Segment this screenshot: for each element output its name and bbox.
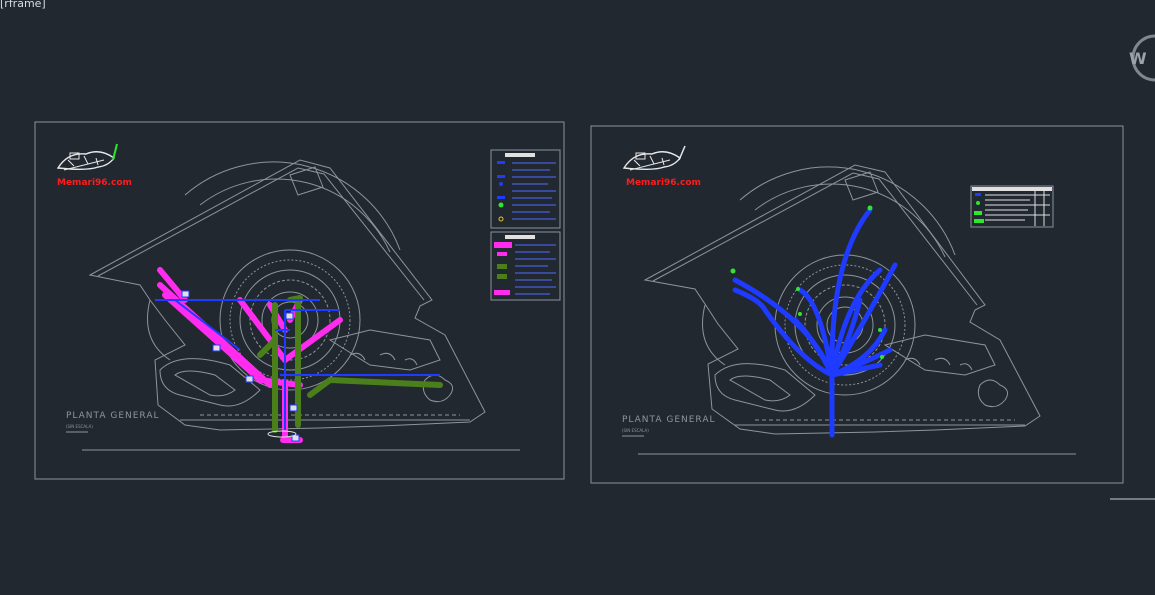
sheet-1[interactable]: Memari96.com [34,121,565,480]
sheet-1-logo [56,143,118,171]
sheet-1-green-network [257,295,443,433]
sheet-2-symbols [730,205,884,359]
sheet-2-subtitle: (SIN ESCALA) [622,428,649,433]
sheet-2-floor-plan [643,164,1041,435]
sheet-1-legend [490,149,561,301]
sheet-2-blue-network [732,207,898,438]
sheet-2-logo [622,145,686,171]
sheet-1-blue-network [155,299,440,430]
viewport-label[interactable]: [rframe] [0,0,46,10]
sheet-1-title: PLANTA GENERAL [66,411,160,421]
sheet-1-logo-url: Memari96.com [57,178,132,188]
sheet-1-subtitle: (SIN ESCALA) [66,424,93,429]
sheet-2-border [590,125,1124,484]
sheet-2-legend [970,185,1054,228]
sheet-2-title: PLANTA GENERAL [622,415,716,425]
viewcube-compass[interactable] [1131,34,1155,82]
viewcube-west-label[interactable]: W [1129,49,1147,68]
sheet-1-border [34,121,565,480]
sheet-2[interactable]: Memari96.com [590,125,1124,484]
sheet-1-symbols [181,290,300,442]
sheet-2-logo-url: Memari96.com [626,178,701,188]
